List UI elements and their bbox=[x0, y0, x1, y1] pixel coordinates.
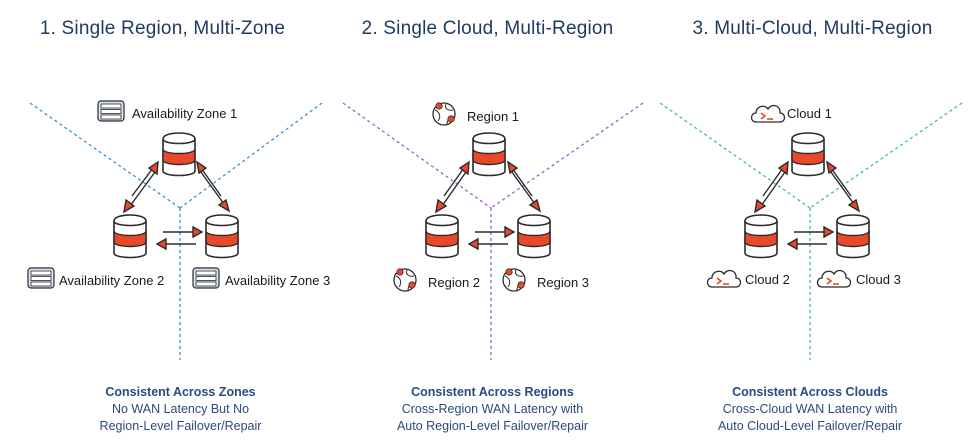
panel-caption: Consistent Across Regions Cross-Region W… bbox=[330, 384, 655, 435]
panel-single-cloud: 2. Single Cloud, Multi-Region bbox=[325, 0, 650, 447]
database-icon bbox=[472, 132, 506, 177]
panel-multi-cloud: 3. Multi-Cloud, Multi-Region bbox=[650, 0, 974, 447]
label-top: Availability Zone 1 bbox=[132, 106, 238, 121]
panel-title: 3. Multi-Cloud, Multi-Region bbox=[692, 18, 933, 39]
server-rack-icon bbox=[97, 100, 125, 122]
globe-pin-icon bbox=[393, 268, 417, 292]
label-top: Cloud 1 bbox=[787, 106, 832, 121]
caption-heading: Consistent Across Zones bbox=[105, 385, 256, 399]
label-top: Region 1 bbox=[467, 109, 520, 124]
database-icon bbox=[425, 214, 459, 259]
replication-arrows bbox=[123, 160, 231, 251]
topology-diagram bbox=[659, 102, 963, 360]
label-left: Cloud 2 bbox=[745, 272, 790, 287]
panel-caption: Consistent Across Clouds Cross-Cloud WAN… bbox=[648, 384, 972, 435]
cloud-terminal-icon bbox=[706, 269, 742, 288]
replication-arrows bbox=[754, 160, 861, 251]
panel-title: 1. Single Region, Multi-Zone bbox=[39, 18, 286, 39]
caption-line: No WAN Latency But No bbox=[111, 402, 250, 416]
database-icon bbox=[517, 214, 551, 259]
cloud-terminal-icon bbox=[750, 104, 786, 123]
server-rack-icon bbox=[192, 267, 220, 289]
database-icon bbox=[205, 214, 239, 259]
caption-line: Auto Region-Level Failover/Repair bbox=[396, 419, 589, 433]
panel-single-region: 1. Single Region, Multi-Zone bbox=[0, 0, 330, 447]
database-icon bbox=[836, 214, 870, 259]
database-icon bbox=[113, 214, 147, 259]
divider-lines bbox=[659, 102, 963, 360]
label-right: Availability Zone 3 bbox=[225, 273, 331, 288]
divider-lines bbox=[29, 102, 323, 360]
panel-title: 2. Single Cloud, Multi-Region bbox=[361, 18, 614, 39]
database-icon bbox=[744, 214, 778, 259]
label-right: Cloud 3 bbox=[856, 272, 901, 287]
replication-arrows bbox=[435, 160, 542, 251]
caption-line: Region-Level Failover/Repair bbox=[99, 419, 262, 433]
label-right: Region 3 bbox=[537, 275, 590, 290]
caption-heading: Consistent Across Regions bbox=[411, 385, 574, 399]
caption-heading: Consistent Across Clouds bbox=[732, 385, 888, 399]
caption-line: Cross-Cloud WAN Latency with bbox=[722, 402, 898, 416]
cloud-terminal-icon bbox=[816, 269, 852, 288]
panel-caption: Consistent Across Zones No WAN Latency B… bbox=[18, 384, 343, 435]
divider-lines bbox=[342, 102, 644, 360]
globe-pin-icon bbox=[432, 102, 456, 126]
caption-line: Auto Cloud-Level Failover/Repair bbox=[717, 419, 903, 433]
globe-pin-icon bbox=[502, 268, 526, 292]
topology-diagram bbox=[342, 102, 644, 360]
server-rack-icon bbox=[27, 267, 55, 289]
label-left: Availability Zone 2 bbox=[59, 273, 165, 288]
topology-diagram bbox=[27, 100, 323, 360]
caption-line: Cross-Region WAN Latency with bbox=[401, 402, 584, 416]
database-icon bbox=[162, 132, 196, 177]
database-icon bbox=[791, 132, 825, 177]
label-left: Region 2 bbox=[428, 275, 481, 290]
